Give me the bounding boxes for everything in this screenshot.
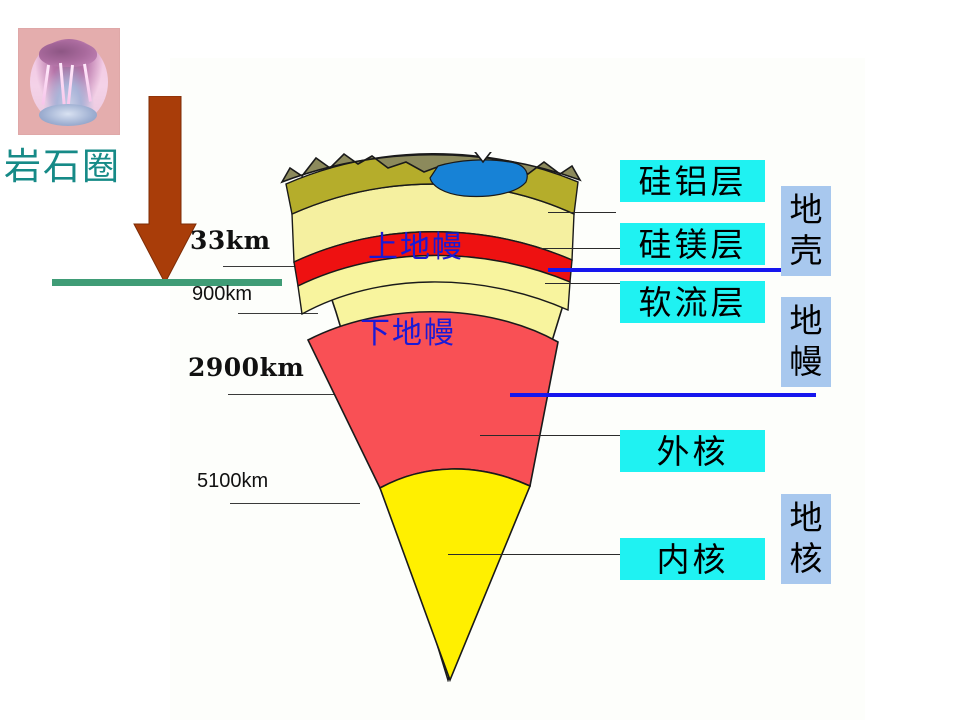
group-label-core[interactable]: 地核 <box>781 494 831 584</box>
down-arrow-icon <box>133 96 197 284</box>
sub-asthenosphere-band <box>297 254 571 316</box>
depth-label-2900km: 2900km <box>188 353 305 382</box>
group-label-mantle[interactable]: 地幔 <box>781 297 831 387</box>
callout-asthenosphere-layer[interactable]: 软流层 <box>620 281 765 323</box>
lithosphere-base-rule <box>52 279 282 286</box>
leader-line-sial <box>548 212 616 213</box>
depth-label-33km: 33km <box>190 226 271 255</box>
depth-tick-33km <box>223 266 315 267</box>
mantle-core-boundary-rule <box>510 393 816 397</box>
thumbnail-earth-icon <box>39 104 97 126</box>
depth-tick-900km <box>238 313 318 314</box>
group-label-crust[interactable]: 地壳 <box>781 186 831 276</box>
water-body <box>429 159 528 198</box>
lithosphere-label: 岩石圈 <box>4 145 121 188</box>
callout-inner-core[interactable]: 内核 <box>620 538 765 580</box>
figure-label-lower-mantle: 下地幔 <box>360 316 456 351</box>
earth-cross-section-diagram <box>280 152 582 682</box>
leader-line-outer-core <box>480 435 620 436</box>
leader-line-asthenosphere <box>545 283 620 284</box>
water-level-marker-icon <box>474 152 492 164</box>
callout-sial-layer[interactable]: 硅铝层 <box>620 160 765 202</box>
inner-core-layer <box>379 468 532 682</box>
leader-line-sima <box>540 248 620 249</box>
depth-label-5100km: 5100km <box>197 470 269 492</box>
callout-sima-layer[interactable]: 硅镁层 <box>620 223 765 265</box>
depth-label-900km: 900km <box>192 283 253 305</box>
leader-line-inner-core <box>448 554 620 555</box>
depth-tick-5100km <box>230 503 360 504</box>
lightning-storm-over-earth-thumbnail <box>18 28 120 135</box>
thumbnail-cloud-icon <box>39 41 97 67</box>
figure-label-upper-mantle: 上地幔 <box>368 230 464 265</box>
depth-tick-2900km <box>228 394 338 395</box>
crust-mantle-boundary-rule <box>548 268 816 272</box>
callout-outer-core[interactable]: 外核 <box>620 430 765 472</box>
